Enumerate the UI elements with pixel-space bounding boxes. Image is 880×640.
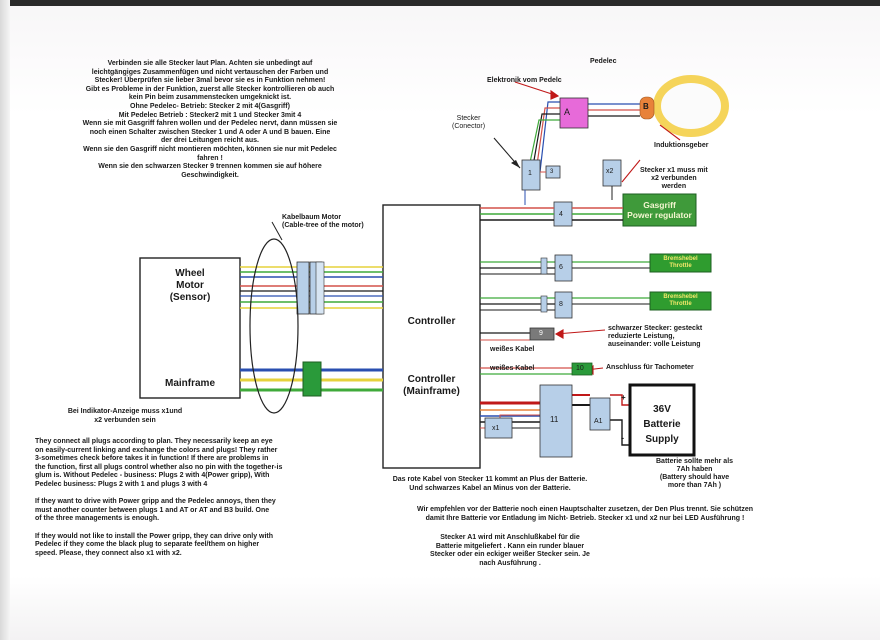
brake-lever-2-label: Bremshebel Throttle <box>663 294 698 307</box>
sensor-box-a <box>559 97 589 129</box>
label-1: 1 <box>528 170 532 177</box>
tacho-note: Anschluss für Tachometer <box>606 364 694 371</box>
label-b: B <box>643 102 649 111</box>
label-a: A <box>564 107 571 117</box>
plug-1 <box>521 159 541 191</box>
schwarzer-stecker-note: schwarzer Stecker: gesteckt reduzierte L… <box>608 325 703 348</box>
rotes-kabel-note: Das rote Kabel von Stecker 11 kommt an P… <box>392 476 588 492</box>
label-10: 10 <box>576 365 584 372</box>
plug-10 <box>571 362 593 376</box>
kabelbaum-label: Kabelbaum Motor (Cable-tree of the motor… <box>282 214 364 229</box>
brake-lever-2 <box>649 291 712 311</box>
brake-lever-1 <box>649 253 712 273</box>
plug-11 <box>539 384 573 458</box>
controller-mainframe-label: Controller (Mainframe) <box>403 374 460 397</box>
battery-wires <box>480 394 630 446</box>
label-x1: x1 <box>492 425 500 432</box>
instructions-english: They connect all plugs according to plan… <box>35 438 283 557</box>
pedelec-sensor-wires <box>527 101 640 173</box>
battery-note: Batterie sollte mehr als 7Ah haben (Batt… <box>656 458 734 489</box>
plug-4 <box>553 201 573 227</box>
mainframe-label: Mainframe <box>164 378 215 389</box>
x1x2-note: Stecker x1 muss mit x2 verbunden werden <box>640 167 708 190</box>
plug-6 <box>554 254 573 282</box>
weisses-kabel-2: weißes Kabel <box>490 365 535 372</box>
label-4: 4 <box>559 211 563 218</box>
wheel-motor-box <box>139 257 241 399</box>
sensor-magnet-b <box>639 96 655 120</box>
label-11: 11 <box>550 415 559 424</box>
plug-a1 <box>589 397 611 431</box>
stecker-a1-note: Stecker A1 wird mit Anschlußkabel für di… <box>430 534 590 567</box>
induction-ring <box>653 75 729 137</box>
label-plus: + <box>621 393 626 402</box>
scan-top-edge <box>0 0 880 6</box>
gasgriff-wires <box>480 207 623 221</box>
label-minus: - <box>621 433 624 443</box>
label-6: 6 <box>559 264 563 271</box>
motor-sensor-plugs <box>296 261 325 315</box>
scan-left-edge <box>0 0 10 640</box>
plug-9 <box>529 327 555 341</box>
controller-label: Controller <box>407 316 456 327</box>
indicator-note: Bei Indikator-Anzeige muss x1und x2 verb… <box>67 408 183 424</box>
label-9: 9 <box>539 330 543 337</box>
label-a1: A1 <box>594 418 603 425</box>
gasgriff-label: Gasgriff Power regulator <box>627 200 692 220</box>
stecker-label: Stecker (Conector) <box>452 115 486 130</box>
battery-label: 36V Batterie Supply <box>643 404 681 445</box>
label-3: 3 <box>550 169 554 175</box>
elektronik-label: Elektronik vom Pedelc <box>487 77 562 84</box>
weisses-kabel-1: weißes Kabel <box>490 346 535 353</box>
plug-8 <box>554 291 573 319</box>
brake-lever-1-label: Bremshebel Throttle <box>663 256 698 269</box>
battery-box <box>628 383 696 457</box>
plug-x1 <box>484 417 513 439</box>
cable-tree-ellipse <box>249 238 299 414</box>
instructions-german: Verbinden sie alle Stecker laut Plan. Ac… <box>82 60 338 179</box>
wheel-motor-label: Wheel Motor (Sensor) <box>169 268 211 303</box>
label-x2: x2 <box>606 168 614 175</box>
controller-box <box>382 204 481 469</box>
pedelec-title: Pedelec <box>590 58 617 65</box>
gasgriff-box <box>622 193 697 227</box>
label-8: 8 <box>559 301 563 308</box>
empfehlung-note: Wir empfehlen vor der Batterie noch eine… <box>416 506 753 522</box>
induktion-label: Induktionsgeber <box>654 142 709 149</box>
phase-plug <box>302 361 322 397</box>
